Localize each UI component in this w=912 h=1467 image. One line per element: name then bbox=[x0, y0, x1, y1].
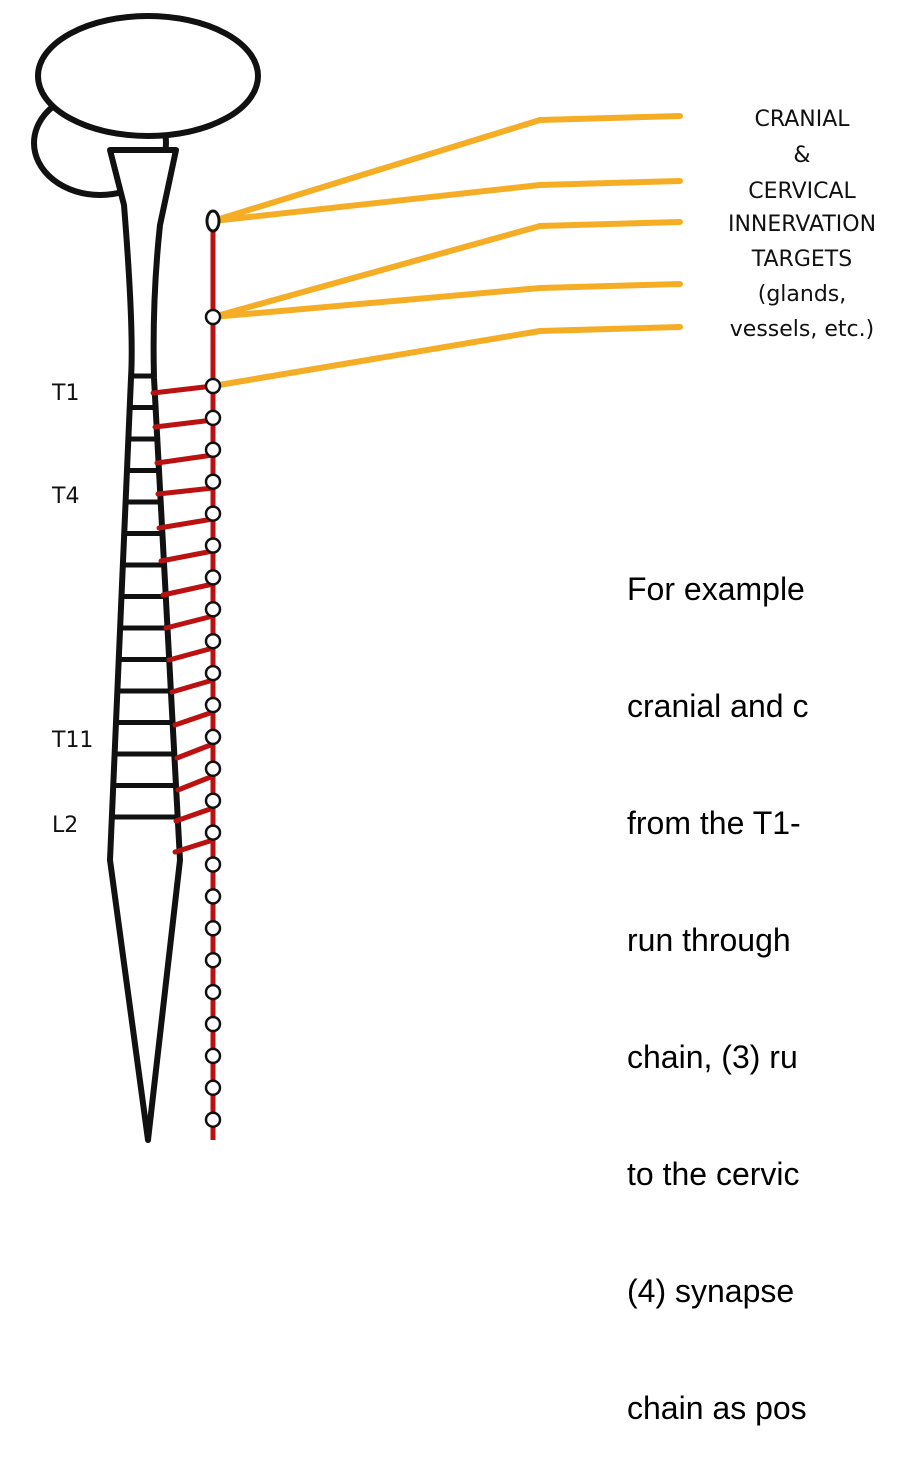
targets-line: CRANIAL bbox=[754, 107, 850, 132]
ganglion bbox=[206, 310, 220, 324]
ganglion bbox=[206, 889, 220, 903]
ganglion bbox=[206, 443, 220, 457]
preganglionic-ramus bbox=[166, 616, 213, 628]
level-label-t4: T4 bbox=[51, 484, 79, 509]
ganglion bbox=[206, 475, 220, 489]
preganglionic-ramus bbox=[177, 744, 213, 758]
ganglion bbox=[206, 379, 220, 393]
ganglion bbox=[206, 953, 220, 967]
preganglionic-ramus bbox=[163, 584, 213, 595]
ganglion bbox=[206, 730, 220, 744]
ganglion bbox=[206, 411, 220, 425]
example-line: run through bbox=[627, 921, 912, 960]
preganglionic-ramus bbox=[155, 420, 213, 427]
targets-line: & bbox=[793, 143, 810, 168]
ganglion bbox=[206, 762, 220, 776]
targets-line: (glands, bbox=[758, 282, 847, 307]
example-line: cranial and c bbox=[627, 687, 912, 726]
ganglion bbox=[206, 826, 220, 840]
preganglionic-ramus bbox=[169, 648, 213, 660]
postganglionic-fiber bbox=[213, 116, 680, 221]
example-line: For example bbox=[627, 570, 912, 609]
level-label-t11: T11 bbox=[51, 728, 93, 753]
ganglion bbox=[206, 539, 220, 553]
example-line: from the T1- bbox=[627, 804, 912, 843]
level-label-t1: T1 bbox=[51, 381, 79, 406]
preganglionic-ramus bbox=[158, 488, 213, 494]
preganglionic-ramus bbox=[157, 455, 213, 463]
ganglion bbox=[206, 921, 220, 935]
ganglion bbox=[206, 570, 220, 584]
innervation-targets-label: CRANIAL & CERVICAL INNERVATION TARGETS (… bbox=[728, 107, 876, 342]
preganglionic-ramus bbox=[175, 712, 213, 725]
level-label-l2: L2 bbox=[52, 813, 78, 838]
ganglion bbox=[206, 602, 220, 616]
preganglionic-ramus bbox=[161, 551, 213, 561]
preganglionic-ramus bbox=[153, 386, 213, 393]
targets-line: INNERVATION bbox=[728, 212, 876, 237]
ganglion bbox=[206, 794, 220, 808]
example-description-text: For example cranial and c from the T1- r… bbox=[627, 492, 912, 1467]
ganglion bbox=[206, 1113, 220, 1127]
ganglion bbox=[206, 507, 220, 521]
example-line: (4) synapse bbox=[627, 1272, 912, 1311]
preganglionic-ramus bbox=[176, 808, 213, 821]
preganglionic-ramus bbox=[178, 776, 213, 790]
ganglion bbox=[206, 666, 220, 680]
ganglion bbox=[206, 985, 220, 999]
ganglion bbox=[206, 858, 220, 872]
ganglion bbox=[206, 698, 220, 712]
postganglionic-fiber bbox=[213, 327, 680, 386]
example-line: chain, (3) ru bbox=[627, 1038, 912, 1077]
superior-cervical-ganglion bbox=[207, 211, 219, 231]
ganglion bbox=[206, 1081, 220, 1095]
preganglionic-ramus bbox=[159, 519, 213, 528]
ganglion bbox=[206, 634, 220, 648]
preganglionic-ramus bbox=[172, 680, 213, 692]
ganglion bbox=[206, 1017, 220, 1031]
ganglion bbox=[206, 1049, 220, 1063]
postganglionic-fiber bbox=[213, 222, 680, 317]
postganglionic-fibers bbox=[213, 116, 680, 386]
example-line: to the cervic bbox=[627, 1155, 912, 1194]
targets-line: TARGETS bbox=[751, 247, 852, 272]
spinal-cord-outline bbox=[110, 150, 180, 1140]
targets-line: CERVICAL bbox=[748, 179, 856, 204]
targets-line: vessels, etc.) bbox=[730, 317, 874, 342]
example-line: chain as pos bbox=[627, 1389, 912, 1428]
